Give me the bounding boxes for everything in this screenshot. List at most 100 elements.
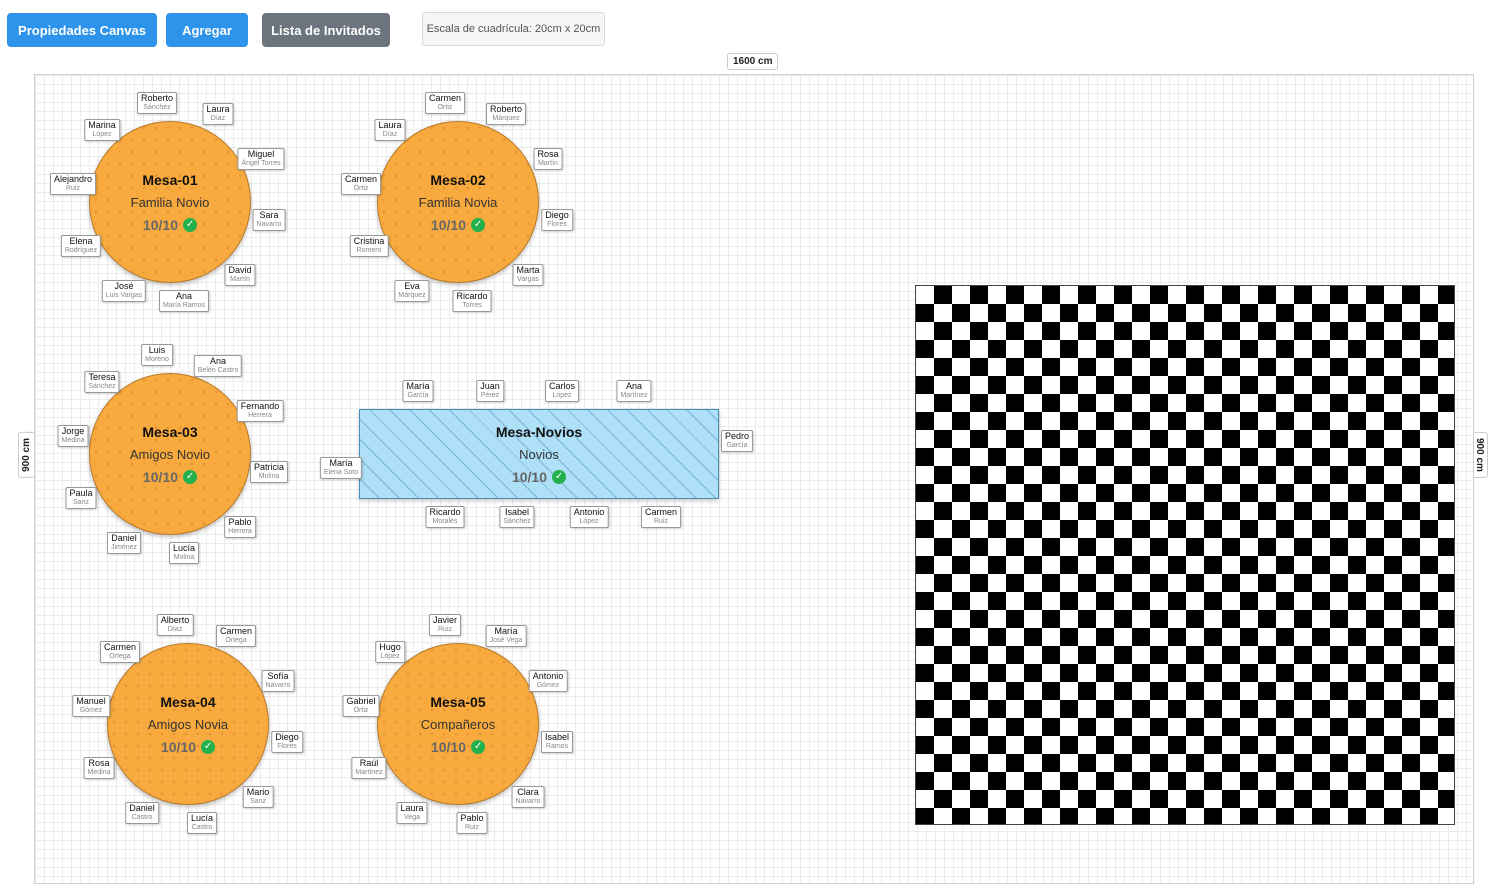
dance-floor[interactable] — [915, 285, 1455, 825]
guest-last-name: Vargas — [517, 276, 539, 283]
table-mesa-03[interactable]: Mesa-03 Amigos Novio 10/10 ✓ — [89, 373, 251, 535]
table-capacity: 10/10 ✓ — [143, 469, 198, 485]
guest-first-name: Gabriel — [346, 696, 376, 706]
guest-last-name: José Vega — [489, 637, 523, 644]
guest-first-name: Miguel — [247, 149, 275, 159]
check-icon: ✓ — [552, 470, 567, 484]
grid-scale-label: Escala de cuadrícula: 20cm x 20cm — [422, 12, 605, 46]
canvas-properties-button[interactable]: Propiedades Canvas — [7, 13, 157, 47]
guest-list-button[interactable]: Lista de Invitados — [262, 13, 390, 47]
table-mesa-04[interactable]: Mesa-04 Amigos Novia 10/10 ✓ — [107, 643, 269, 805]
guest-first-name: Ana — [625, 381, 643, 391]
guest-first-name: Antonio — [573, 507, 605, 517]
guest-last-name: López — [579, 518, 599, 525]
guest-last-name: Martín — [230, 276, 250, 283]
guest-first-name: Marina — [88, 120, 116, 130]
guest-last-name: Sánchez — [88, 383, 116, 390]
table-mesa-02[interactable]: Mesa-02 Familia Novia 10/10 ✓ — [377, 121, 539, 283]
capacity-count: 10/10 — [142, 217, 179, 233]
table-mesa-novios[interactable]: Mesa-Novios Novios 10/10 ✓ — [359, 409, 719, 499]
guest-last-name: Moreno — [145, 356, 169, 363]
add-button[interactable]: Agregar — [166, 13, 248, 47]
check-icon: ✓ — [471, 218, 486, 232]
table-name: Mesa-05 — [430, 694, 486, 710]
guest-first-name: Mario — [246, 787, 270, 797]
guest-last-name: Ruiz — [65, 185, 80, 192]
guest-last-name: Rodríguez — [64, 247, 98, 254]
guest-last-name: Castro — [131, 814, 153, 821]
guest-first-name: Ricardo — [456, 291, 488, 301]
table-capacity: 10/10 ✓ — [512, 469, 567, 485]
guest-first-name: Carmen — [644, 507, 678, 517]
guest-last-name: Márquez — [492, 115, 520, 122]
guest-first-name: Clara — [517, 787, 539, 797]
table-mesa-05[interactable]: Mesa-05 Compañeros 10/10 ✓ — [377, 643, 539, 805]
guest-first-name: Cristina — [353, 236, 385, 246]
guest-last-name: Molina — [173, 554, 195, 561]
guest-first-name: María — [494, 626, 518, 636]
table-mesa-01[interactable]: Mesa-01 Familia Novio 10/10 ✓ — [89, 121, 251, 283]
seating-canvas[interactable]: Mesa-01 Familia Novio 10/10 ✓ Mesa-02 Fa… — [34, 74, 1474, 884]
